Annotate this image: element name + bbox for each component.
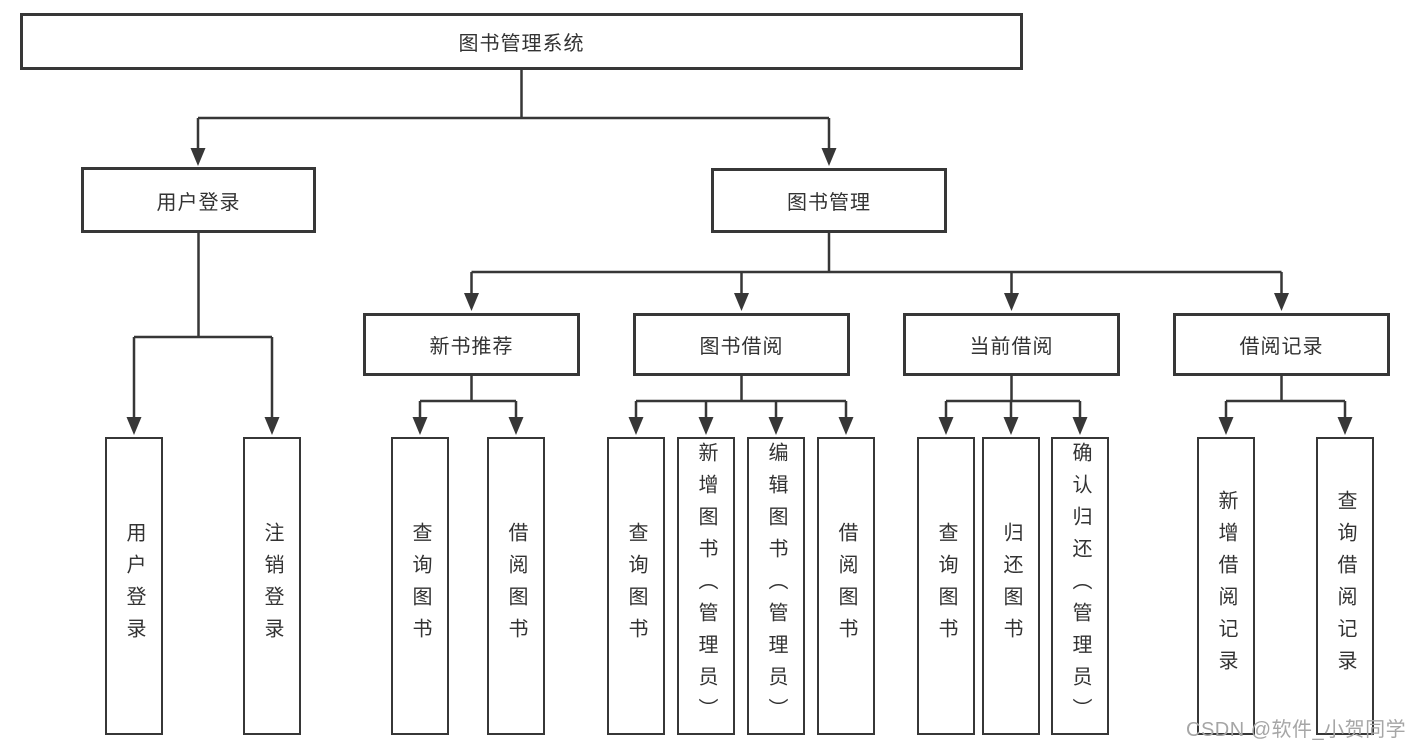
node-label: 查询借阅记录 (1334, 490, 1356, 682)
node-label: 用户登录 (156, 191, 241, 214)
leaf-logout-login: 注销登录 (243, 437, 301, 735)
node-label: 当前借阅 (969, 336, 1054, 358)
node-book-management-system: 图书管理系统 (20, 13, 1023, 70)
leaf-query-borrow-record: 查询借阅记录 (1316, 437, 1374, 735)
node-label: 用户登录 (123, 522, 145, 650)
node-book-management: 图书管理 (711, 168, 947, 233)
leaf-add-book-admin: 新增图书（管理员） (677, 437, 735, 735)
leaf-query-books-recommend: 查询图书 (391, 437, 449, 735)
node-label: 查询图书 (409, 522, 431, 650)
node-label: 新书推荐 (429, 336, 514, 358)
leaf-return-books: 归还图书 (982, 437, 1040, 735)
node-label: 新增借阅记录 (1215, 490, 1237, 682)
watermark: CSDN @软件_小贺同学 (1186, 719, 1405, 741)
node-label: 借阅图书 (505, 522, 527, 650)
node-user-login: 用户登录 (81, 167, 316, 233)
node-label: 图书管理 (787, 192, 871, 214)
leaf-borrow-books-recommend: 借阅图书 (487, 437, 545, 735)
node-label: 新增图书（管理员） (695, 442, 717, 730)
node-label: 注销登录 (261, 522, 283, 650)
node-new-book-recommend: 新书推荐 (363, 313, 580, 376)
node-label: 归还图书 (1000, 522, 1022, 650)
node-current-borrowing: 当前借阅 (903, 313, 1120, 376)
node-book-borrowing: 图书借阅 (633, 313, 850, 376)
node-label: 查询图书 (935, 522, 957, 650)
node-label: 借阅图书 (835, 522, 857, 650)
leaf-user-login: 用户登录 (105, 437, 163, 735)
leaf-borrow-books-borrowing: 借阅图书 (817, 437, 875, 735)
node-label: 图书管理系统 (458, 33, 585, 55)
node-label: 图书借阅 (699, 336, 784, 358)
node-label: 编辑图书（管理员） (765, 442, 787, 730)
leaf-query-books-current: 查询图书 (917, 437, 975, 735)
leaf-add-borrow-record: 新增借阅记录 (1197, 437, 1255, 735)
node-label: 确认归还（管理员） (1069, 442, 1091, 730)
leaf-query-books-borrowing: 查询图书 (607, 437, 665, 735)
node-borrowing-records: 借阅记录 (1173, 313, 1390, 376)
leaf-confirm-return-admin: 确认归还（管理员） (1051, 437, 1109, 735)
leaf-edit-book-admin: 编辑图书（管理员） (747, 437, 805, 735)
node-label: 查询图书 (625, 522, 647, 650)
node-label: 借阅记录 (1239, 336, 1324, 358)
